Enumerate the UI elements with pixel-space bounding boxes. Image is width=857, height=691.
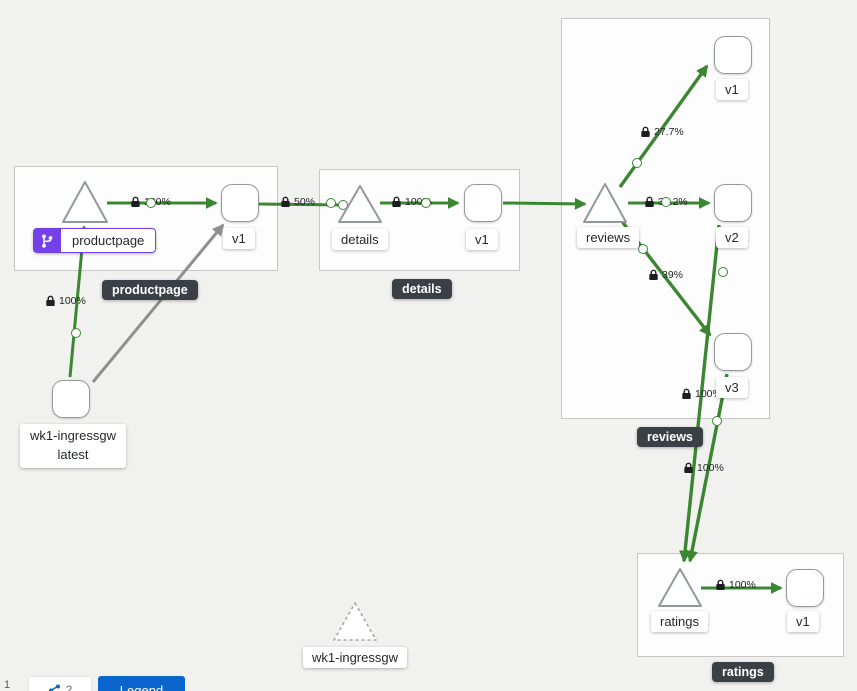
edge-percent: 50% xyxy=(294,196,316,208)
edge-percent: 39% xyxy=(662,269,684,281)
edge-waypoint xyxy=(661,197,671,207)
node-label-line1: wk1-ingressgw xyxy=(30,428,116,443)
lock-icon xyxy=(649,269,658,280)
node-label-line2: latest xyxy=(57,446,89,462)
edge-percent: 100% xyxy=(695,388,722,400)
edge-percent: 100% xyxy=(697,462,724,474)
lock-icon xyxy=(645,196,654,207)
workload-node-reviews-v3[interactable] xyxy=(714,333,752,371)
service-node-idle-ingressgw[interactable] xyxy=(332,601,378,642)
workload-node-reviews-v2[interactable] xyxy=(714,184,752,222)
lock-icon xyxy=(46,295,55,306)
node-label-reviews[interactable]: reviews xyxy=(577,227,640,248)
node-label-productpage[interactable]: productpage xyxy=(33,228,157,253)
box-label-reviews: reviews xyxy=(637,427,703,447)
node-label-details-v1[interactable]: v1 xyxy=(466,229,498,250)
workload-node-details-v1[interactable] xyxy=(464,184,502,222)
workload-node-ratings-v1[interactable] xyxy=(786,569,824,607)
share-nodes-icon xyxy=(48,684,60,691)
edge-percent: 27.7% xyxy=(654,126,684,138)
edge-reviews-v3-to-ratings[interactable] xyxy=(686,373,729,563)
box-label-details: details xyxy=(392,279,452,299)
node-label-details[interactable]: details xyxy=(332,229,388,250)
code-branch-icon xyxy=(33,228,61,253)
edge-label-v2-ratings: 100% xyxy=(681,388,722,400)
edge-waypoint xyxy=(146,198,156,208)
toolbar-graph-chip[interactable]: 2 xyxy=(28,676,92,691)
edge-waypoint xyxy=(718,267,728,277)
node-label-reviews-v3[interactable]: v3 xyxy=(716,377,748,398)
edge-label-ingress-productpage: 100% xyxy=(45,295,86,307)
toolbar-zoom-indicator[interactable]: 1 xyxy=(4,679,11,691)
node-label-ratings-v1[interactable]: v1 xyxy=(787,611,819,632)
node-label-reviews-v2[interactable]: v2 xyxy=(716,227,748,248)
lock-icon xyxy=(716,579,725,590)
node-label-text: productpage xyxy=(61,228,157,253)
edge-waypoint xyxy=(71,328,81,338)
edge-label-reviews-v3: 39% xyxy=(648,269,683,281)
edge-label-reviews-v1: 27.7% xyxy=(640,126,684,138)
lock-icon xyxy=(684,462,693,473)
lock-icon xyxy=(131,196,140,207)
lock-icon xyxy=(641,126,650,137)
box-label-ratings: ratings xyxy=(712,662,774,682)
node-label-ingressgw[interactable]: wk1-ingressgw latest xyxy=(20,424,126,468)
workload-node-ingressgw[interactable] xyxy=(52,380,90,418)
legend-button[interactable]: Legend xyxy=(98,676,185,691)
edge-waypoint xyxy=(632,158,642,168)
workload-node-reviews-v1[interactable] xyxy=(714,36,752,74)
edge-reviews-v2-to-ratings[interactable] xyxy=(679,224,721,563)
edge-percent: 100% xyxy=(729,579,756,591)
edge-waypoint xyxy=(326,198,336,208)
toolbar-chip-count: 2 xyxy=(65,683,73,691)
node-label-productpage-v1[interactable]: v1 xyxy=(223,228,255,249)
edge-waypoint xyxy=(712,416,722,426)
node-label-reviews-v1[interactable]: v1 xyxy=(716,79,748,100)
edge-ingress-to-v1-idle[interactable] xyxy=(91,223,225,383)
workload-node-productpage-v1[interactable] xyxy=(221,184,259,222)
edge-waypoint xyxy=(638,244,648,254)
edge-label-ratings-v1: 100% xyxy=(715,579,756,591)
edge-label-v3-ratings: 100% xyxy=(683,462,724,474)
lock-icon xyxy=(281,196,290,207)
lock-icon xyxy=(682,388,691,399)
service-node-reviews[interactable] xyxy=(582,182,628,224)
edge-waypoint xyxy=(338,200,348,210)
edge-details-v1-to-reviews[interactable] xyxy=(502,197,587,210)
edge-label-v1-details: 50% xyxy=(280,196,315,208)
edge-waypoint xyxy=(421,198,431,208)
service-node-ratings[interactable] xyxy=(657,567,703,608)
edge-percent: 100% xyxy=(59,295,86,307)
service-node-productpage[interactable] xyxy=(60,179,110,225)
service-node-details[interactable] xyxy=(337,184,383,224)
box-label-productpage: productpage xyxy=(102,280,198,300)
node-label-ratings[interactable]: ratings xyxy=(651,611,709,632)
node-label-idle-ingressgw[interactable]: wk1-ingressgw xyxy=(303,647,407,668)
lock-icon xyxy=(392,196,401,207)
